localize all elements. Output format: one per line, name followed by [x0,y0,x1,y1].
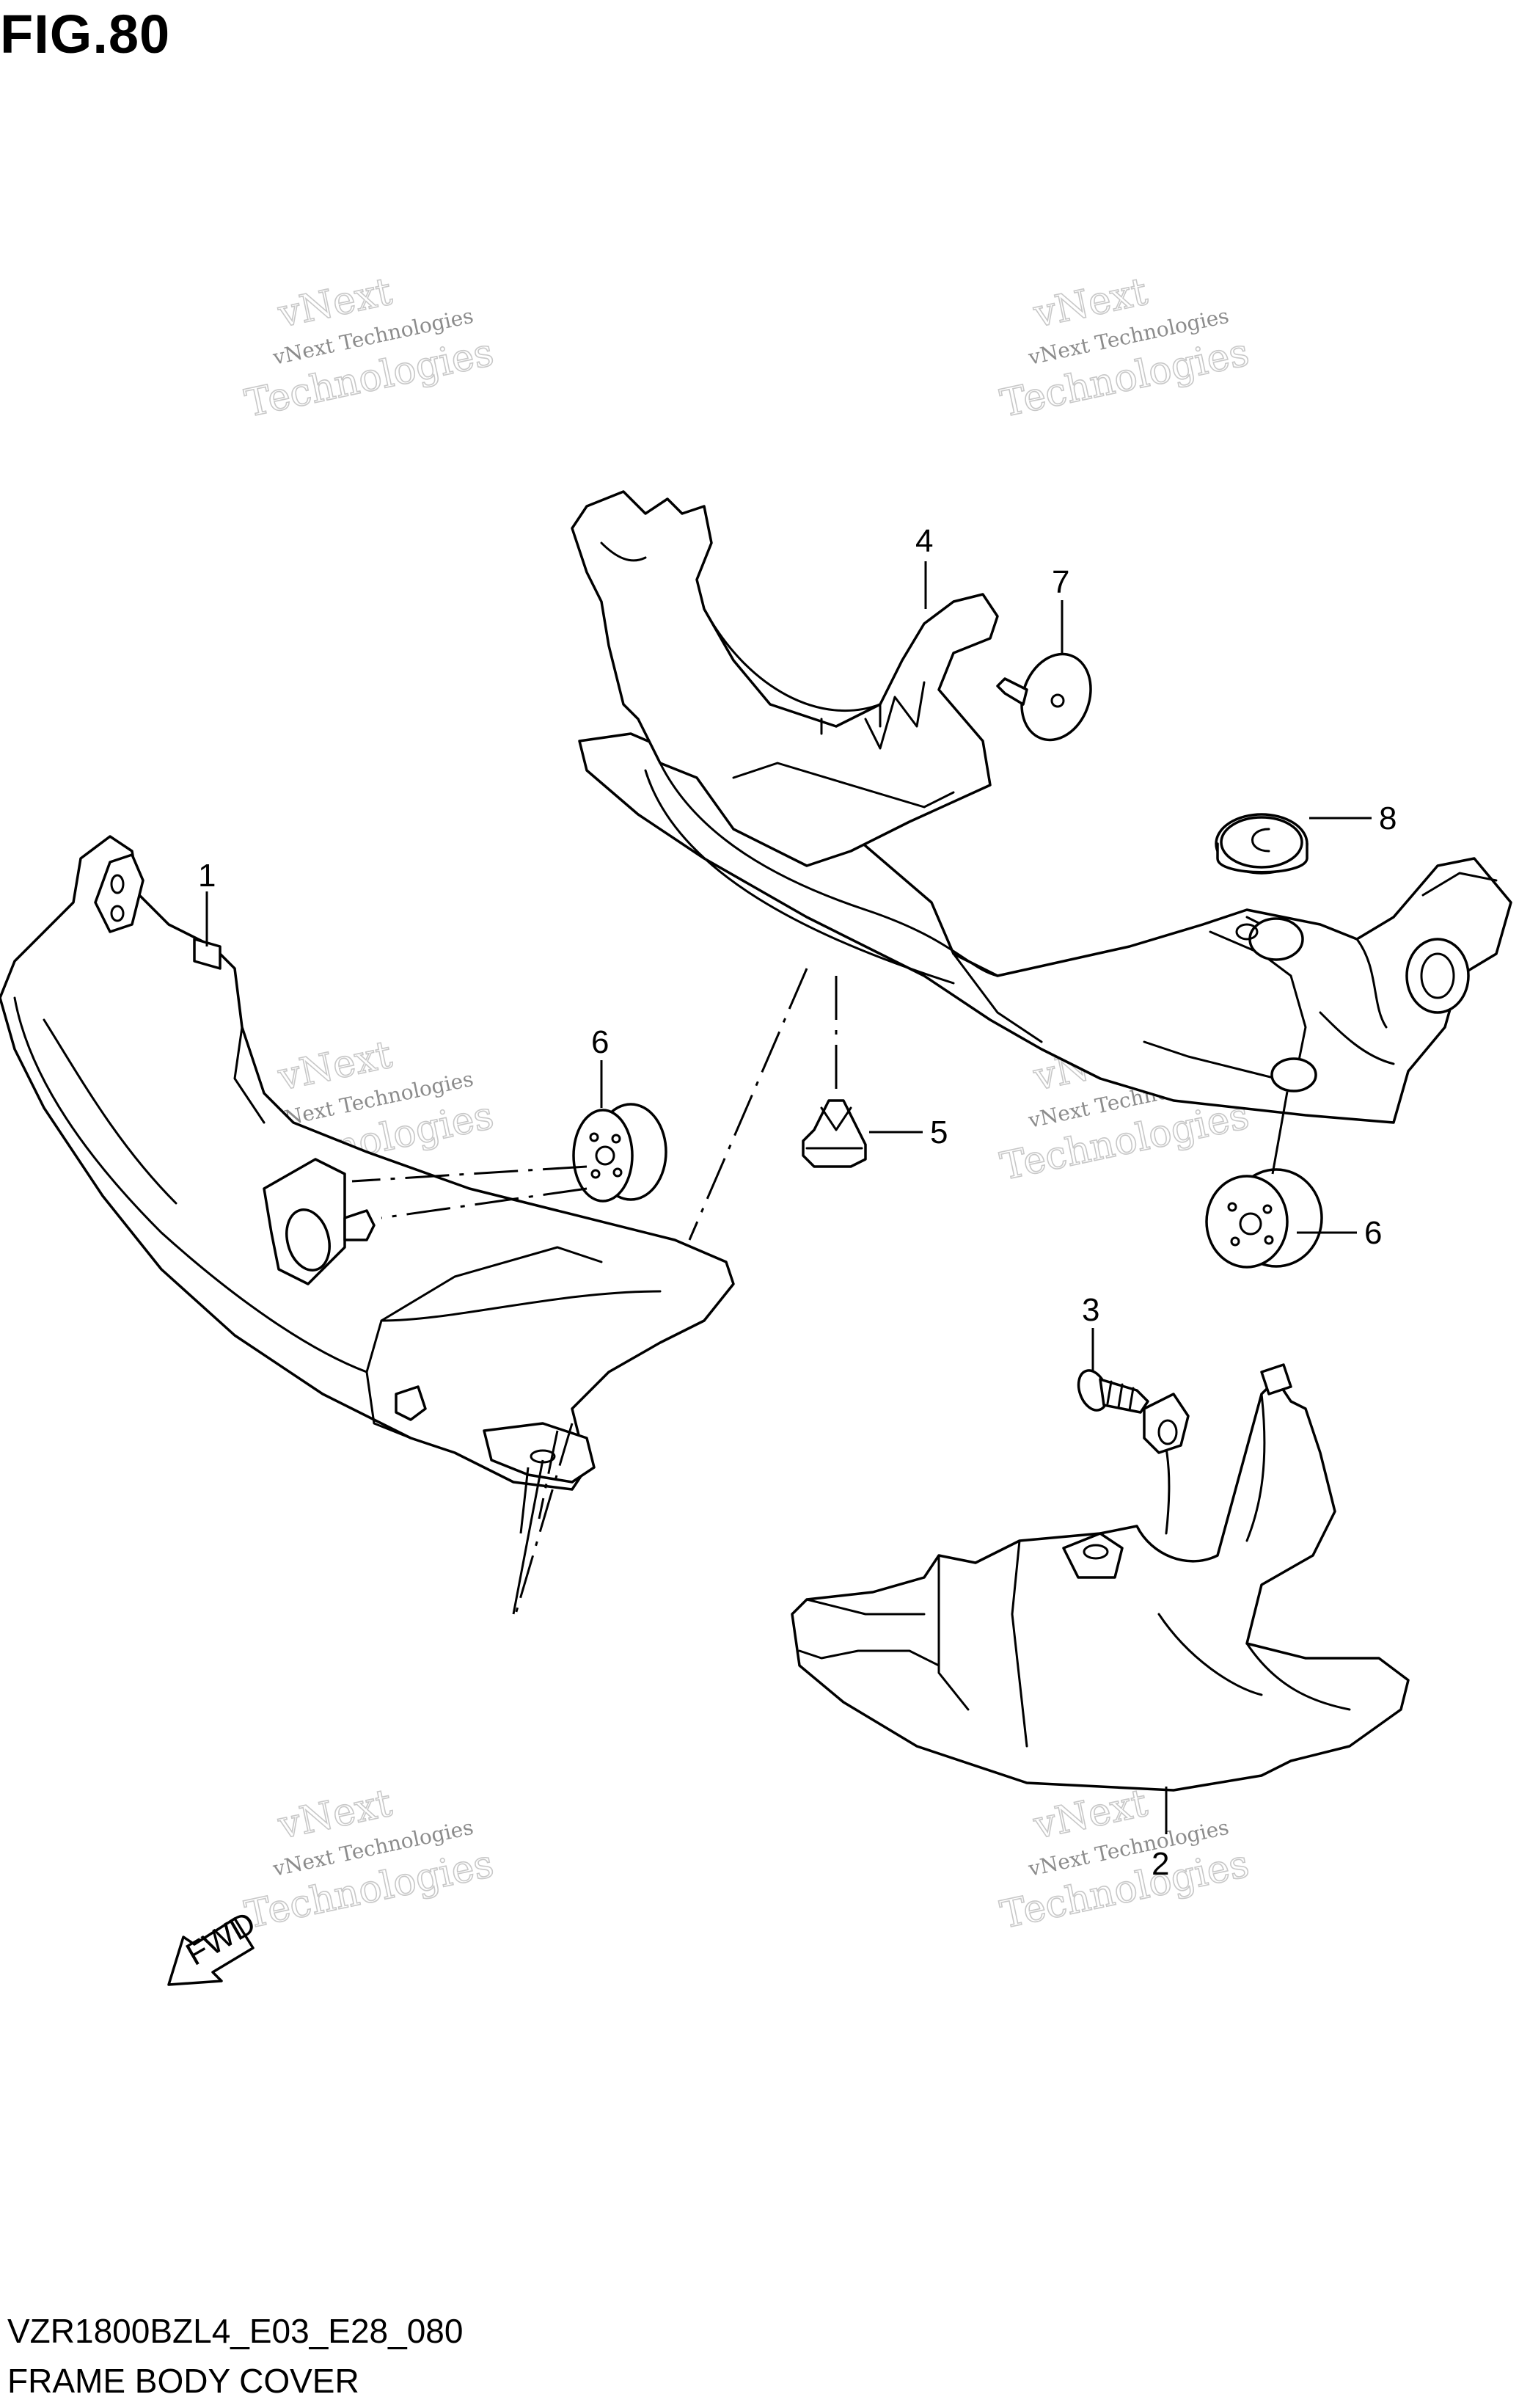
watermark-top-left: vNext vNext Technologies Technologies [241,269,498,427]
svg-text:3: 3 [1082,1292,1099,1328]
figure-caption: FRAME BODY COVER [7,2362,359,2400]
svg-text:4: 4 [915,523,933,559]
watermark-bottom-right: vNext vNext Technologies Technologies [996,1781,1253,1938]
svg-text:6: 6 [1364,1215,1382,1251]
part-2-right-cover [791,1363,1410,1792]
part-6-grommet-right [1205,1057,1323,1269]
callout-3: 3 [1082,1292,1099,1371]
part-4-upper-cover [571,490,1512,1124]
callout-5: 5 [869,1114,948,1150]
svg-text:2: 2 [1152,1846,1169,1882]
svg-text:1: 1 [198,858,216,894]
part-3-screw [1077,1369,1149,1414]
callout-1: 1 [198,858,216,946]
fwd-arrow: FWD [167,1905,262,1986]
svg-text:5: 5 [930,1114,948,1150]
callout-7: 7 [1052,564,1069,653]
watermark-bottom-left: vNext vNext Technologies Technologies [241,1781,498,1938]
part-7-push-rivet [996,652,1092,742]
part-5-clip [802,1099,867,1168]
callout-8: 8 [1309,800,1397,836]
part-1-left-cover [0,835,735,1491]
svg-text:6: 6 [591,1024,609,1060]
assembly-guides [351,968,838,1622]
callout-4: 4 [915,523,933,609]
figure-title: FIG.80 [0,4,171,65]
part-6-grommet-left [572,1103,667,1203]
callout-6-left: 6 [591,1024,609,1108]
callout-2: 2 [1152,1787,1169,1882]
part-8-grommet [1215,813,1308,875]
svg-text:8: 8 [1379,800,1397,836]
svg-text:7: 7 [1052,564,1069,600]
figure-code: VZR1800BZL4_E03_E28_080 [7,2312,464,2350]
watermark-top-right: vNext vNext Technologies Technologies [996,269,1253,427]
callout-6-right: 6 [1271,1091,1382,1251]
